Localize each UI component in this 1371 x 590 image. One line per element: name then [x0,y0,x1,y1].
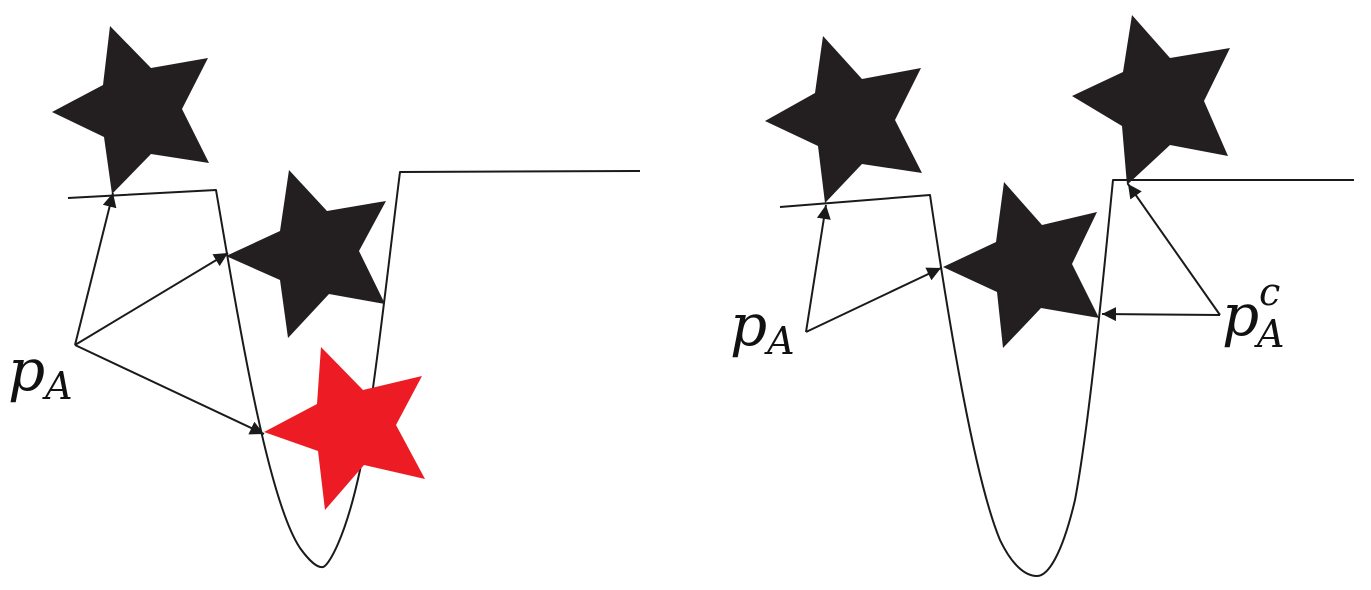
left-surface-curve [67,170,641,569]
left-star-middle [226,170,386,338]
left-label-pA: pA [8,336,73,408]
right-ray-to-left-star [805,204,831,333]
right-label-pAc: p [1222,281,1259,349]
right-star-middle [943,182,1099,348]
left-star-occluded [264,347,425,510]
right-ray-to-middle-star [805,267,942,333]
right-panel: pA p c A [730,15,1354,577]
right-label-pAc-sub: A [1254,312,1284,356]
right-star-left [765,36,922,203]
left-ray-to-middle-star [74,252,229,346]
right-ray-from-pAc-to-middle-star [1101,307,1221,322]
right-star-right [1072,15,1230,185]
right-surface-curve [779,179,1354,577]
left-ray-to-top-star [74,192,117,346]
left-ray-to-occluded-star [74,344,265,435]
left-panel: pA [8,26,641,569]
right-ray-from-pAc-to-right-star [1127,183,1221,316]
right-label-pA: pA [730,291,795,363]
right-label-pAc-sup: c [1259,270,1280,314]
left-star-top [52,26,209,194]
